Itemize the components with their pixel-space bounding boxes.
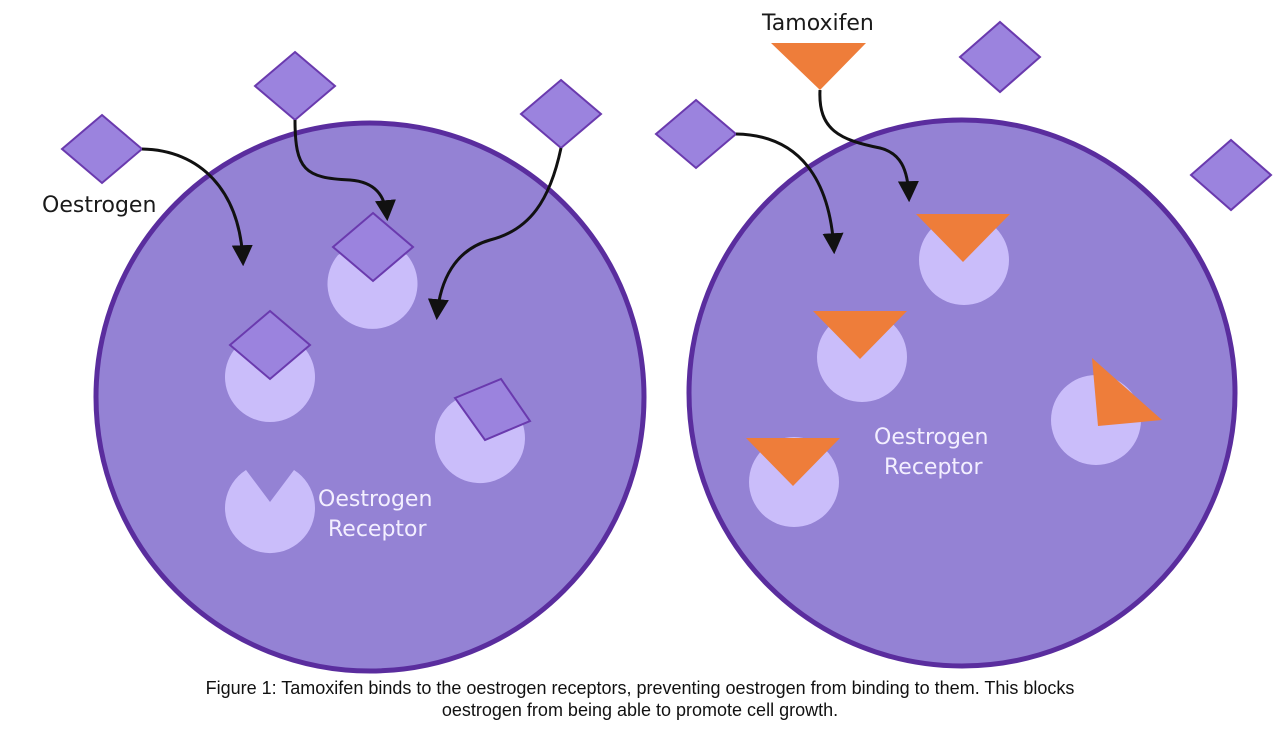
figure-caption: Figure 1: Tamoxifen binds to the oestrog… [0, 677, 1280, 721]
receptor-right-label: Oestrogen Receptor [874, 425, 995, 480]
tamoxifen-bound-right-4 [746, 438, 840, 486]
arrow-oestrogen-3 [427, 147, 563, 321]
tamoxifen-bound-right-1 [916, 214, 1010, 262]
receptor-left-label: Oestrogen Receptor [318, 487, 439, 542]
cell-left: Oestrogen Receptor [93, 120, 647, 674]
oestrogen-bound-left-2 [228, 309, 312, 381]
cell-right-body [686, 117, 1238, 669]
tamoxifen-label: Tamoxifen [761, 11, 874, 36]
oestrogen-label: Oestrogen [42, 193, 156, 218]
oestrogen-free-4 [654, 98, 738, 170]
oestrogen-free-5 [958, 20, 1042, 94]
oestrogen-free-1 [60, 113, 144, 185]
tamoxifen-bound-right-2 [813, 311, 907, 359]
oestrogen-free-2 [253, 50, 337, 122]
arrow-oestrogen-1 [141, 147, 253, 267]
oestrogen-free-3 [519, 78, 603, 150]
caption-line-1: Figure 1: Tamoxifen binds to the oestrog… [205, 678, 1075, 698]
cell-left-body [93, 120, 647, 674]
arrow-oestrogen-4 [735, 132, 844, 255]
oestrogen-free-6 [1189, 138, 1273, 212]
oestrogen-bound-left-3 [453, 377, 532, 442]
tamoxifen-bound-right-3 [1092, 358, 1162, 426]
caption-line-2: oestrogen from being able to promote cel… [441, 700, 839, 720]
receptor-left-empty [225, 470, 315, 554]
arrows [141, 89, 919, 321]
cell-right: Oestrogen Receptor [686, 117, 1238, 669]
oestrogen-bound-left-1 [331, 211, 415, 283]
arrow-tamoxifen [818, 89, 919, 203]
arrow-oestrogen-2 [293, 119, 396, 222]
tamoxifen-free [771, 43, 866, 90]
